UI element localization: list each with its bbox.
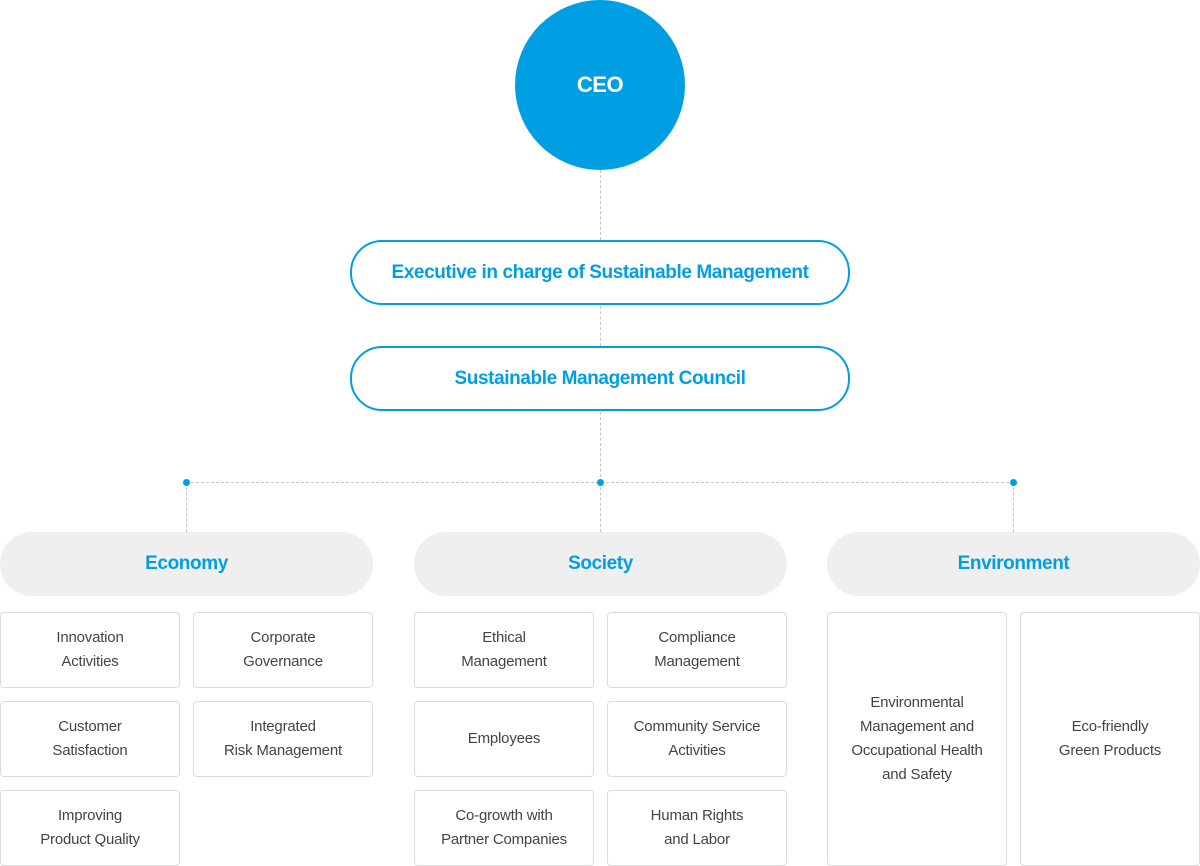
economy-item-customer-satisfaction: Customer Satisfaction bbox=[0, 701, 180, 777]
executive-node: Executive in charge of Sustainable Manag… bbox=[350, 240, 850, 305]
connector-executive-council bbox=[600, 306, 601, 346]
society-item-human-rights: Human Rights and Labor bbox=[607, 790, 787, 866]
category-society: Society bbox=[414, 532, 787, 596]
branch-dot-society bbox=[597, 479, 604, 486]
branch-dot-environment bbox=[1010, 479, 1017, 486]
connector-economy bbox=[186, 482, 187, 532]
connector-society bbox=[600, 482, 601, 532]
economy-item-innovation-activities: Innovation Activities bbox=[0, 612, 180, 688]
economy-item-corporate-governance: Corporate Governance bbox=[193, 612, 373, 688]
connector-environment bbox=[1013, 482, 1014, 532]
society-item-compliance-management: Compliance Management bbox=[607, 612, 787, 688]
society-item-ethical-management: Ethical Management bbox=[414, 612, 594, 688]
connector-ceo-executive bbox=[600, 170, 601, 240]
category-economy: Economy bbox=[0, 532, 373, 596]
environment-item-ehs: Environmental Management and Occupationa… bbox=[827, 612, 1007, 866]
branch-dot-economy bbox=[183, 479, 190, 486]
society-item-employees: Employees bbox=[414, 701, 594, 777]
connector-council-branch bbox=[600, 412, 601, 482]
ceo-node: CEO bbox=[515, 0, 685, 170]
council-node: Sustainable Management Council bbox=[350, 346, 850, 411]
environment-item-green-products: Eco-friendly Green Products bbox=[1020, 612, 1200, 866]
economy-item-integrated-risk-management: Integrated Risk Management bbox=[193, 701, 373, 777]
economy-item-improving-product-quality: Improving Product Quality bbox=[0, 790, 180, 866]
category-environment: Environment bbox=[827, 532, 1200, 596]
society-item-co-growth: Co-growth with Partner Companies bbox=[414, 790, 594, 866]
society-item-community-service: Community Service Activities bbox=[607, 701, 787, 777]
